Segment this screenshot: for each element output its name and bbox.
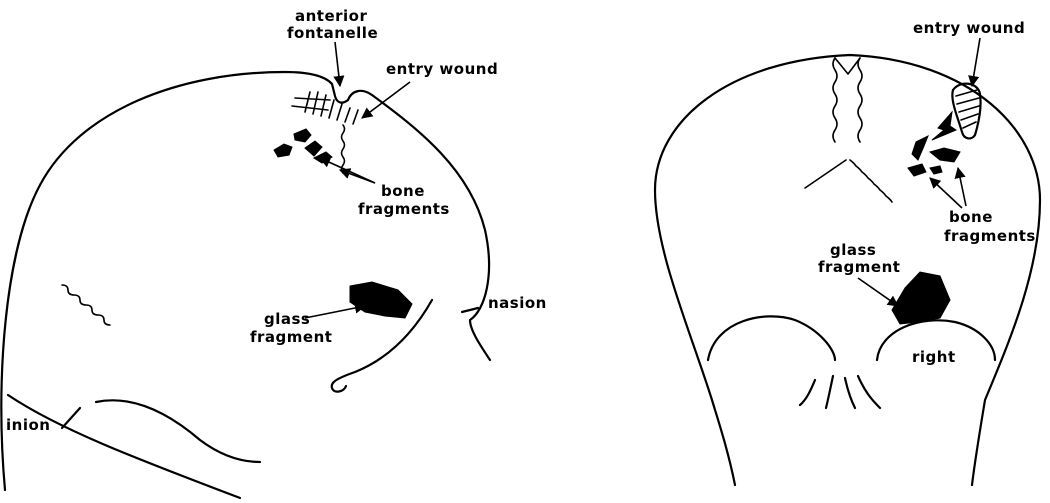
arrow-lateral-entry: [362, 82, 410, 118]
arrow-frontal-bone-1: [930, 178, 962, 208]
label-frontal-fragment: fragment: [818, 258, 900, 276]
label-frontal-fragments: fragments: [944, 227, 1036, 245]
arrow-frontal-entry: [972, 38, 980, 86]
inion-tick: [62, 408, 80, 428]
lateral-skull-outline: [1, 72, 332, 490]
frontal-wound-arrow: [932, 112, 956, 140]
frontal-sagittal-suture-right: [858, 58, 862, 142]
lateral-base-line: [8, 395, 240, 498]
label-lateral-fragment: fragment: [250, 328, 332, 346]
frontal-coronal-left: [805, 160, 846, 188]
label-frontal-glass: glass: [830, 241, 876, 259]
label-right: right: [912, 348, 956, 366]
frontal-nasal-1: [826, 376, 833, 408]
label-lateral-bone: bone: [381, 182, 425, 200]
frontal-nasal-3: [858, 376, 880, 408]
lateral-lambdoid-suture: [62, 285, 110, 325]
frontal-nasal-2: [845, 378, 855, 408]
frontal-coronal-right: [850, 160, 892, 202]
label-lateral-entry-wound: entry wound: [386, 60, 498, 78]
lateral-mastoid-line: [96, 400, 260, 462]
label-lateral-fragments: fragments: [358, 200, 450, 218]
label-inion: inion: [6, 416, 50, 434]
arrow-frontal-glass: [858, 278, 898, 306]
label-anterior: anterior: [295, 7, 367, 25]
frontal-bone-fragments: [908, 136, 960, 176]
lateral-coronal-suture: [342, 125, 345, 173]
frontal-nasal-4: [800, 380, 815, 405]
nasion-tick: [462, 308, 478, 312]
frontal-sagittal-suture-left: [833, 58, 837, 142]
label-frontal-entry-wound: entry wound: [913, 19, 1025, 37]
arrow-frontal-bone-2: [958, 168, 966, 206]
lateral-glass-fragment: [350, 282, 412, 318]
label-nasion: nasion: [488, 294, 547, 312]
frontal-orbit-left: [708, 316, 835, 360]
frontal-notch: [835, 58, 860, 74]
lateral-entry-wound-hatch: [292, 92, 358, 124]
frontal-glass-fragment: [892, 272, 950, 324]
frontal-skull-view: entry wound bone fragments glass fragmen…: [655, 19, 1040, 485]
arrow-fontanelle: [335, 42, 340, 86]
lateral-skull-view: anterior fontanelle entry wound bone fra…: [1, 7, 547, 498]
lateral-bone-fragments: [274, 129, 332, 163]
arrow-lateral-bone-2: [340, 170, 375, 183]
label-frontal-bone: bone: [949, 208, 993, 226]
arrow-lateral-glass: [305, 306, 365, 318]
label-lateral-glass: glass: [264, 310, 310, 328]
label-fontanelle: fontanelle: [287, 24, 378, 42]
